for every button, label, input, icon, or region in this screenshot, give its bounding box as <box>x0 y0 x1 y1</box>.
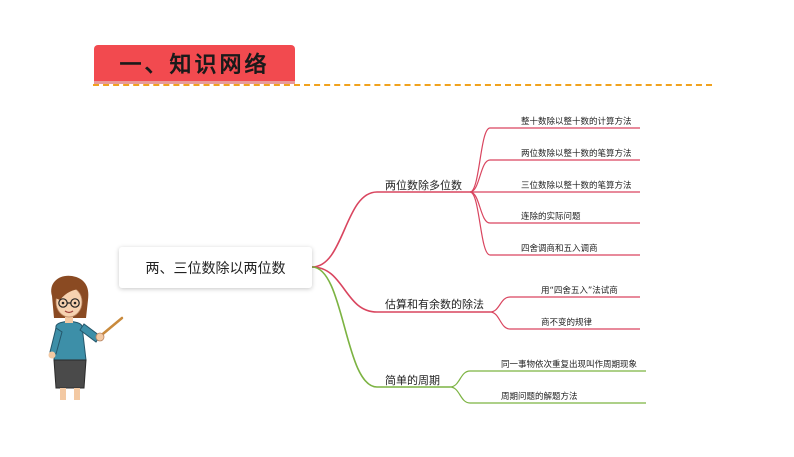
leaf-successive-division: 连除的实际问题 <box>521 212 581 222</box>
leaf-tens-by-tens: 整十数除以整十数的计算方法 <box>521 117 632 127</box>
leaf-connector <box>449 386 471 404</box>
leaf-connector <box>489 296 511 313</box>
section-title: 一、知识网络 <box>119 52 270 78</box>
leaf-connector <box>469 159 491 193</box>
leaf-cycle-problem-method: 周期问题的解题方法 <box>501 392 578 402</box>
root-connector <box>311 266 378 313</box>
leaf-connector <box>449 370 471 388</box>
leaf-two-digit-by-tens: 两位数除以整十数的笔算方法 <box>521 149 632 159</box>
teacher-illustration <box>48 275 124 400</box>
leaf-three-digit-by-tens: 三位数除以整十数的笔算方法 <box>521 181 632 191</box>
leaf-connector <box>489 311 511 330</box>
root-connector <box>311 266 378 388</box>
section-title-banner: 一、知识网络 <box>94 45 295 81</box>
branch-two-digit-divisor: 两位数除多位数 <box>385 179 462 192</box>
dashed-divider <box>93 84 712 86</box>
mindmap-root: 两、三位数除以两位数 <box>119 247 312 288</box>
leaf-connector <box>469 191 491 224</box>
branch-simple-cycle: 简单的周期 <box>385 374 440 387</box>
branch-estimation-remainder: 估算和有余数的除法 <box>385 298 484 311</box>
leaf-quotient-adjust: 四舍调商和五入调商 <box>521 244 598 254</box>
leaf-cycle-definition: 同一事物依次重复出现叫作周期现象 <box>501 360 638 370</box>
leaf-connector <box>469 127 491 193</box>
leaf-rounding-trial-quotient: 用“四舍五入”法试商 <box>541 286 618 296</box>
leaf-quotient-invariance: 商不变的规律 <box>541 318 593 328</box>
leaf-connector <box>469 191 491 256</box>
root-connector <box>311 191 378 268</box>
